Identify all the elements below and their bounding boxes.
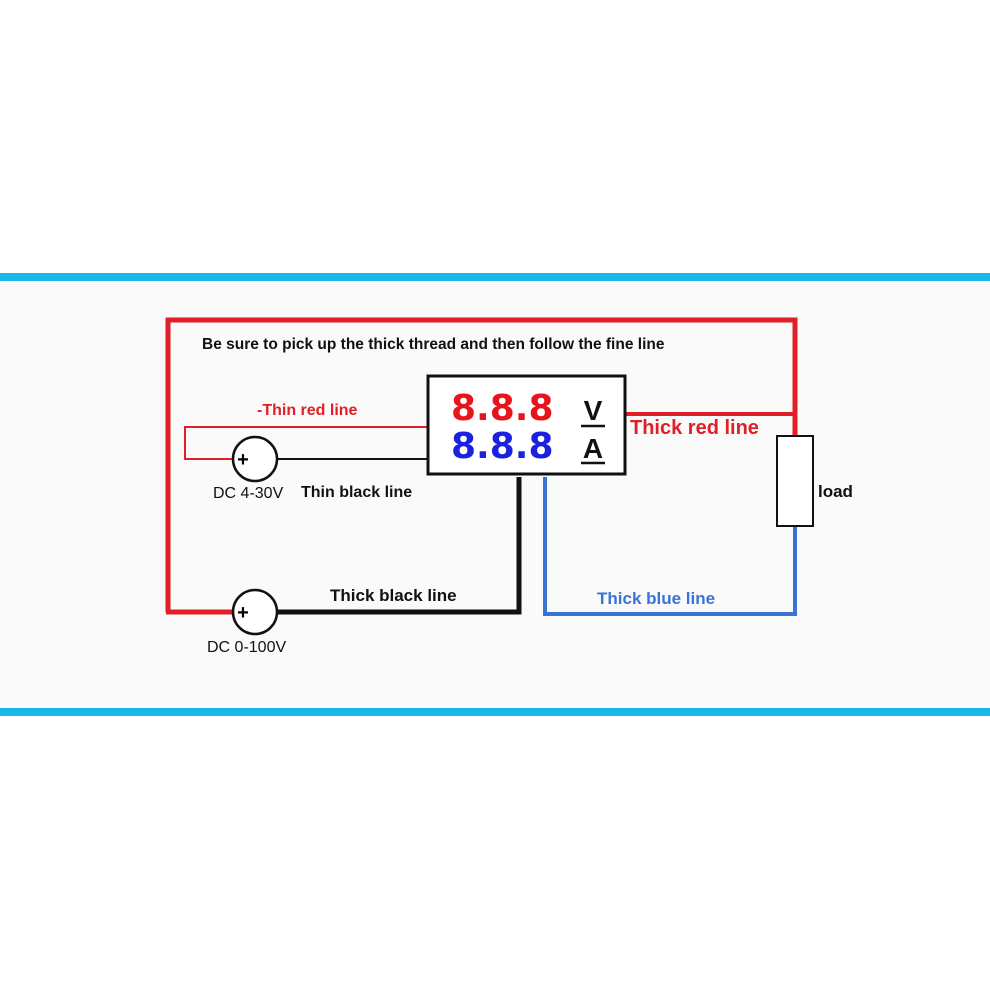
- dc-4-30v-plus: +: [237, 449, 249, 471]
- load-label: load: [818, 482, 853, 501]
- meter-top-digits: 8.8.8: [451, 388, 554, 429]
- thick-black-wire: [278, 477, 522, 615]
- dc-0-100v-plus: +: [237, 602, 249, 624]
- thick-red-outer-wire: [165, 317, 798, 612]
- dc-0-100v-source: [231, 588, 279, 636]
- thick-blue-line-label: Thick blue line: [597, 589, 715, 608]
- instruction-text: Be sure to pick up the thick thread and …: [202, 336, 665, 353]
- dc-4-30v-source: [231, 435, 279, 483]
- meter-unit-a: A: [583, 433, 603, 464]
- thick-blue-wire: [543, 477, 797, 616]
- bottom-cyan-band: [0, 708, 990, 716]
- meter-bottom-digits: 8.8.8: [451, 426, 554, 467]
- thin-black-line-label: Thin black line: [301, 484, 412, 501]
- thick-red-line-label: Thick red line: [630, 417, 759, 439]
- thin-red-wire: [184, 426, 428, 460]
- diagram-panel: [0, 282, 990, 708]
- load-resistor: [776, 435, 814, 527]
- meter-unit-v: V: [584, 395, 603, 426]
- top-cyan-band: [0, 273, 990, 281]
- thin-red-line-label: -Thin red line: [257, 402, 358, 419]
- dc-0-100v-label: DC 0-100V: [207, 639, 286, 656]
- dc-4-30v-label: DC 4-30V: [213, 485, 284, 502]
- thick-black-line-label: Thick black line: [330, 586, 457, 605]
